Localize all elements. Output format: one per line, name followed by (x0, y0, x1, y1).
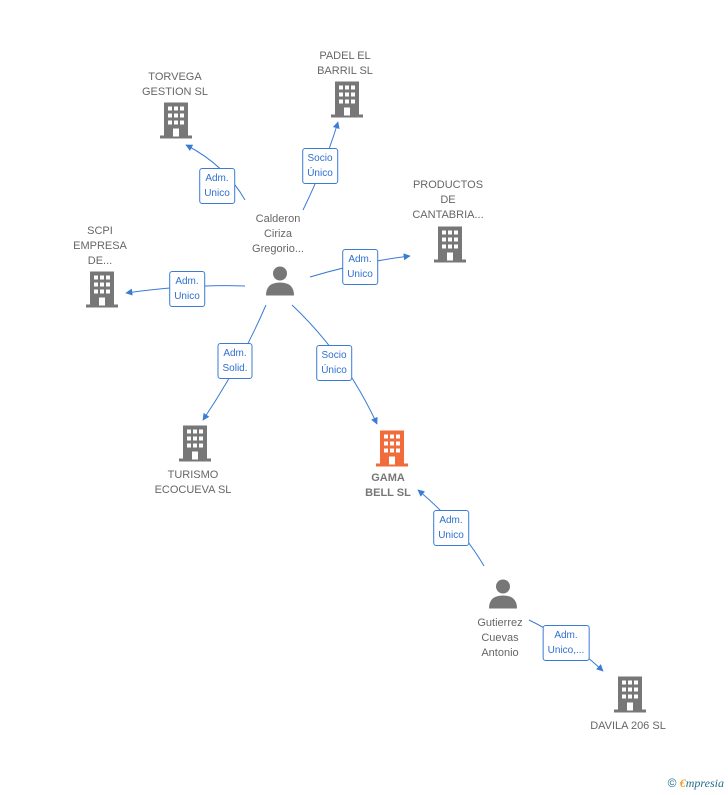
focus-building-icon[interactable] (376, 430, 408, 472)
company-label-padel[interactable]: PADEL EL BARRIL SL (317, 50, 373, 77)
person-icon[interactable] (265, 266, 295, 301)
building-icon[interactable] (614, 676, 646, 718)
company-label-scpi[interactable]: SCPI EMPRESA DE... (73, 225, 127, 267)
person-icon[interactable] (488, 579, 518, 614)
edge-label-davila[interactable]: Adm. Unico,... (542, 625, 590, 661)
edge-label-scpi[interactable]: Adm. Unico (169, 271, 205, 307)
company-label-productos[interactable]: PRODUCTOS DE CANTABRIA... (412, 179, 484, 221)
building-icon[interactable] (331, 81, 363, 123)
edge-label-gama-socio[interactable]: Socio Único (316, 345, 352, 381)
person-label-calderon[interactable]: Calderon Ciriza Gregorio... (252, 213, 304, 255)
company-label-turismo[interactable]: TURISMO ECOCUEVA SL (154, 469, 232, 496)
building-icon[interactable] (434, 226, 466, 268)
copyright-icon: © (667, 776, 677, 790)
edge-label-gama-adm[interactable]: Adm. Unico (433, 510, 469, 546)
empresia-logo[interactable]: €mpresia (679, 776, 724, 790)
edge-label-padel[interactable]: Socio Único (302, 148, 338, 184)
building-icon[interactable] (179, 425, 211, 467)
edge-label-torvega[interactable]: Adm. Unico (199, 168, 235, 204)
building-icon[interactable] (160, 102, 192, 144)
edge-label-productos[interactable]: Adm. Unico (342, 249, 378, 285)
person-label-gutierrez[interactable]: Gutierrez Cuevas Antonio (477, 617, 523, 659)
company-label-davila[interactable]: DAVILA 206 SL (590, 720, 666, 732)
company-label-gama[interactable]: GAMA BELL SL (365, 472, 411, 499)
building-icon[interactable] (86, 271, 118, 313)
edge-label-turismo[interactable]: Adm. Solid. (217, 343, 253, 379)
company-label-torvega[interactable]: TORVEGA GESTION SL (141, 71, 209, 98)
brand-footer: © €mpresia (668, 776, 724, 791)
